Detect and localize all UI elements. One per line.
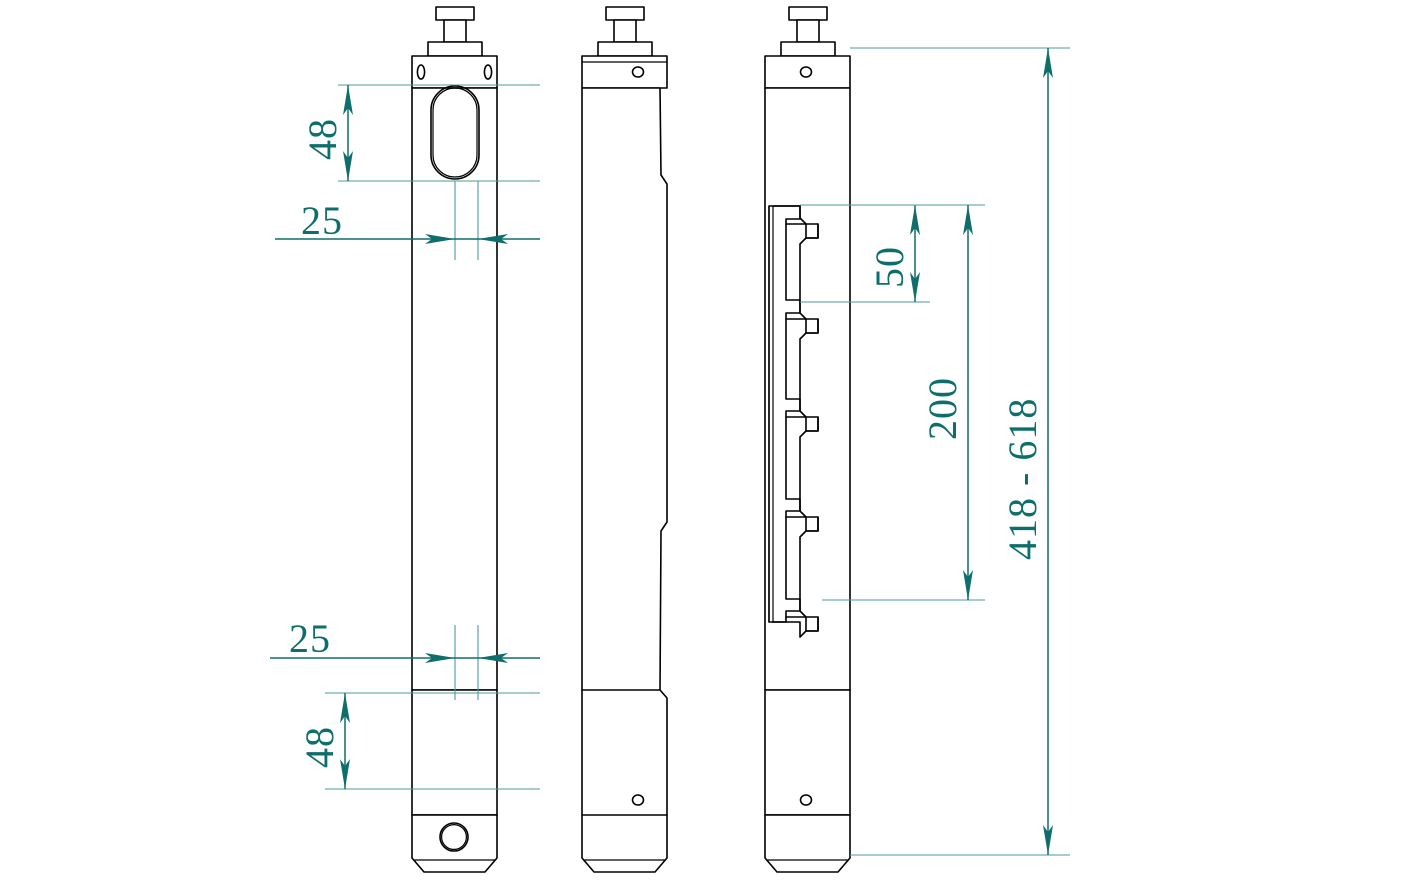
profile-view-adjustment-knob bbox=[597, 6, 653, 57]
dimension-25-bottom-label: 25 bbox=[289, 616, 331, 661]
dimension-48-top: 48 bbox=[300, 84, 540, 182]
profile-view-upper-screw bbox=[631, 66, 645, 78]
dimension-25-top: 25 bbox=[275, 181, 540, 260]
dimension-overall-range-label: 418 - 618 bbox=[1000, 398, 1045, 560]
section-view bbox=[764, 6, 851, 873]
profile-view bbox=[581, 6, 668, 873]
dimension-48-top-label: 48 bbox=[300, 118, 345, 160]
dimension-25-bottom: 25 bbox=[270, 616, 540, 700]
section-view-foot bbox=[764, 689, 851, 873]
section-view-upper-cap bbox=[764, 55, 851, 89]
dimension-50: 50 bbox=[800, 204, 985, 303]
dimension-200: 200 bbox=[822, 204, 985, 601]
section-view-adjustment-knob bbox=[780, 6, 836, 57]
dimension-50-label: 50 bbox=[867, 246, 912, 288]
profile-view-lower-screw bbox=[631, 794, 645, 806]
front-view-upper-cap bbox=[411, 55, 498, 89]
dimension-200-label: 200 bbox=[920, 377, 965, 440]
front-view-upper-oval-slot bbox=[430, 85, 480, 180]
front-view bbox=[411, 6, 498, 873]
dimension-25-top-label: 25 bbox=[301, 198, 343, 243]
section-view-notch-details bbox=[785, 223, 819, 632]
profile-view-tube bbox=[581, 87, 668, 873]
section-view-rail-body bbox=[772, 205, 801, 623]
section-view-lower-screw bbox=[799, 794, 813, 806]
profile-view-upper-cap bbox=[581, 55, 668, 89]
front-view-foot bbox=[411, 689, 498, 873]
front-view-adjustment-knob bbox=[427, 6, 483, 57]
section-view-upper-screw bbox=[799, 66, 813, 78]
dimension-48-bottom-label: 48 bbox=[297, 726, 342, 768]
dimension-48-bottom: 48 bbox=[297, 692, 540, 790]
dimension-overall-range: 418 - 618 bbox=[850, 47, 1070, 856]
front-view-upper-screws bbox=[416, 64, 493, 80]
